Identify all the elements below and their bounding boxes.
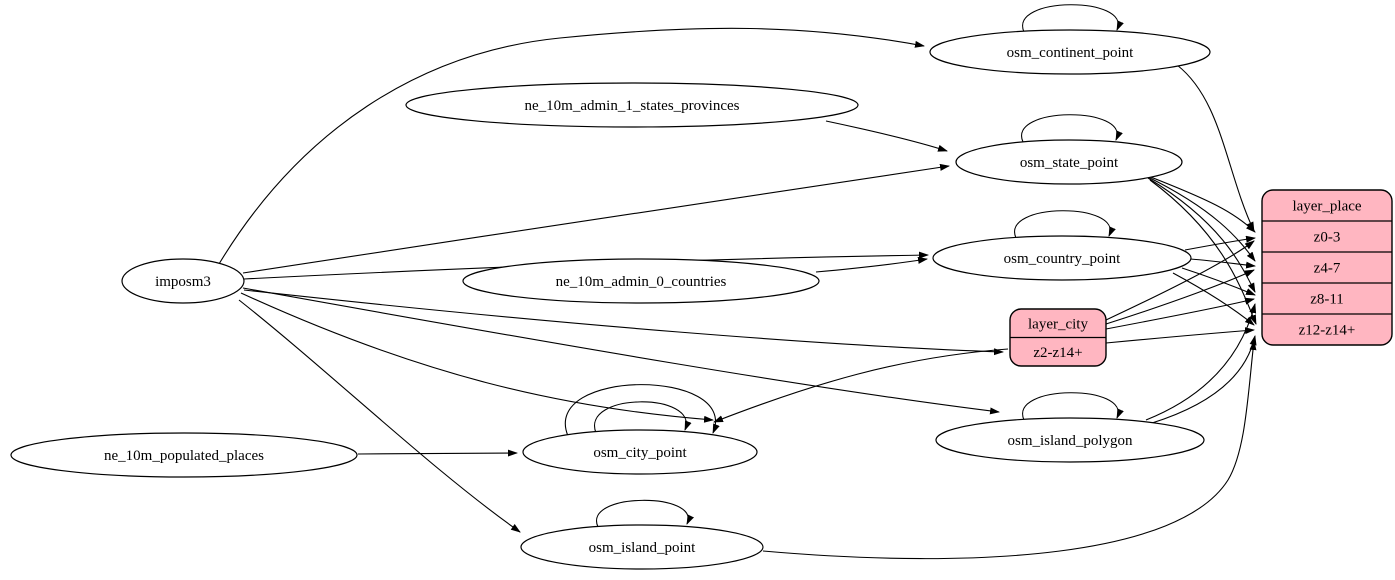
osm-continent-point-ellipse bbox=[929, 29, 1211, 75]
edge-osm-state-point-layer-place-z0-3 bbox=[1142, 173, 1256, 233]
osm-continent-point-label: osm_continent_point bbox=[1007, 45, 1134, 61]
edge-imposm3-osm-continent-point bbox=[218, 27, 925, 265]
edge-osm-country-point-layer-place-z0-3 bbox=[1184, 235, 1256, 251]
edge-imposm3-osm-island-polygon bbox=[242, 287, 1000, 415]
edge-osm-city-point-osm-city-point-1 bbox=[564, 384, 720, 437]
osm-country-point-ellipse bbox=[932, 235, 1192, 281]
osm-city-point-ellipse bbox=[522, 429, 758, 475]
layer-city-row-z2-z14-: z2-z14+ bbox=[1033, 345, 1082, 361]
edge-layer-city-layer-place-z4-7 bbox=[1105, 269, 1255, 325]
edge-layer-city-layer-place-z0-3 bbox=[1105, 240, 1255, 321]
edge-ne-10m-admin-1-states-provinces-osm-state-point bbox=[825, 120, 948, 152]
edge-ne-10m-admin-0-countries-osm-country-point bbox=[815, 256, 928, 273]
node-osm-island-polygon: osm_island_polygon bbox=[935, 417, 1205, 463]
edge-osm-island-point-layer-place-z12-z14+ bbox=[762, 340, 1257, 560]
node-layer-place: layer_place z0-3 z4-7 z8-11 z12-z14+ bbox=[1261, 189, 1393, 346]
edge-layer-city-layer-place-z8-11 bbox=[1105, 297, 1255, 330]
edge-layer-city-layer-place-z12-z14+ bbox=[1105, 327, 1255, 344]
osm-state-point-ellipse bbox=[955, 139, 1183, 185]
ne-10m-populated-places-ellipse bbox=[10, 432, 358, 478]
edges-layer bbox=[218, 4, 1257, 560]
node-layer-city: layer_city z2-z14+ bbox=[1009, 308, 1107, 367]
node-imposm3: imposm3 bbox=[121, 258, 245, 304]
osm-state-point-label: osm_state_point bbox=[1020, 155, 1119, 171]
edge-osm-state-point-layer-place-z4-7 bbox=[1145, 175, 1256, 262]
edge-osm-state-point-layer-place-z8-11 bbox=[1147, 177, 1256, 293]
edge-osm-country-point-layer-place-z4-7 bbox=[1189, 258, 1256, 269]
osm-island-polygon-label: osm_island_polygon bbox=[1007, 433, 1133, 449]
edge-imposm3-osm-island-point bbox=[238, 299, 521, 533]
node-osm-island-point: osm_island_point bbox=[520, 524, 764, 570]
ne-10m-admin-1-states-provinces-label: ne_10m_admin_1_states_provinces bbox=[525, 98, 740, 114]
imposm3-ellipse bbox=[121, 258, 245, 304]
edge-osm-continent-point-osm-continent-point-1 bbox=[1022, 4, 1124, 33]
layer-place-row-z12-z14-: z12-z14+ bbox=[1299, 323, 1356, 339]
edge-osm-country-point-osm-country-point-1 bbox=[1014, 210, 1116, 239]
layer-place-row-z0-3: z0-3 bbox=[1314, 230, 1341, 246]
nodes-layer: imposm3 ne_10m_admin_1_states_provincesne… bbox=[10, 29, 1393, 570]
node-ne-10m-admin-1-states-provinces: ne_10m_admin_1_states_provinces bbox=[405, 82, 859, 128]
edge-osm-island-polygon-osm-island-polygon-1 bbox=[1022, 392, 1124, 421]
edge-osm-island-point-osm-island-point-1 bbox=[596, 499, 694, 528]
imposm3-label: imposm3 bbox=[155, 274, 211, 290]
layer-city-title: layer_city bbox=[1028, 316, 1088, 332]
edge-imposm3-osm-state-point bbox=[242, 163, 950, 274]
layer-place-row-z4-7: z4-7 bbox=[1314, 261, 1341, 277]
edge-layer-city-osm-city-point bbox=[713, 348, 1009, 423]
node-osm-continent-point: osm_continent_point bbox=[929, 29, 1211, 75]
edge-imposm3-osm-city-point bbox=[240, 292, 714, 423]
ne-10m-admin-0-countries-label: ne_10m_admin_0_countries bbox=[556, 274, 727, 290]
edge-osm-country-point-layer-place-z12-z14+ bbox=[1172, 272, 1255, 326]
ne-10m-admin-0-countries-ellipse bbox=[462, 258, 820, 304]
edge-osm-continent-point-layer-place-z0-3 bbox=[1176, 64, 1255, 232]
layer-place-title: layer_place bbox=[1292, 199, 1361, 215]
osm-country-point-label: osm_country_point bbox=[1004, 251, 1121, 267]
osm-island-point-ellipse bbox=[520, 524, 764, 570]
node-ne-10m-admin-0-countries: ne_10m_admin_0_countries bbox=[462, 258, 820, 304]
node-ne-10m-populated-places: ne_10m_populated_places bbox=[10, 432, 358, 478]
layer-place-row-z8-11: z8-11 bbox=[1310, 292, 1344, 308]
ne-10m-admin-1-states-provinces-ellipse bbox=[405, 82, 859, 128]
edge-osm-state-point-osm-state-point-1 bbox=[1021, 114, 1123, 143]
osm-island-point-label: osm_island_point bbox=[589, 540, 697, 556]
osm-island-polygon-ellipse bbox=[935, 417, 1205, 463]
node-osm-city-point: osm_city_point bbox=[522, 429, 758, 475]
edge-ne-10m-populated-places-osm-city-point bbox=[357, 449, 518, 457]
layer-place-record-box bbox=[1261, 189, 1393, 346]
edge-imposm3-layer-city-z2-z14+ bbox=[243, 289, 1004, 356]
ne-10m-populated-places-label: ne_10m_populated_places bbox=[104, 448, 264, 464]
edge-osm-island-polygon-layer-place-z8-11 bbox=[1145, 303, 1257, 421]
osm-city-point-label: osm_city_point bbox=[593, 445, 687, 461]
node-osm-country-point: osm_country_point bbox=[932, 235, 1192, 281]
node-osm-state-point: osm_state_point bbox=[955, 139, 1183, 185]
edge-osm-city-point-osm-city-point-2 bbox=[593, 401, 692, 434]
